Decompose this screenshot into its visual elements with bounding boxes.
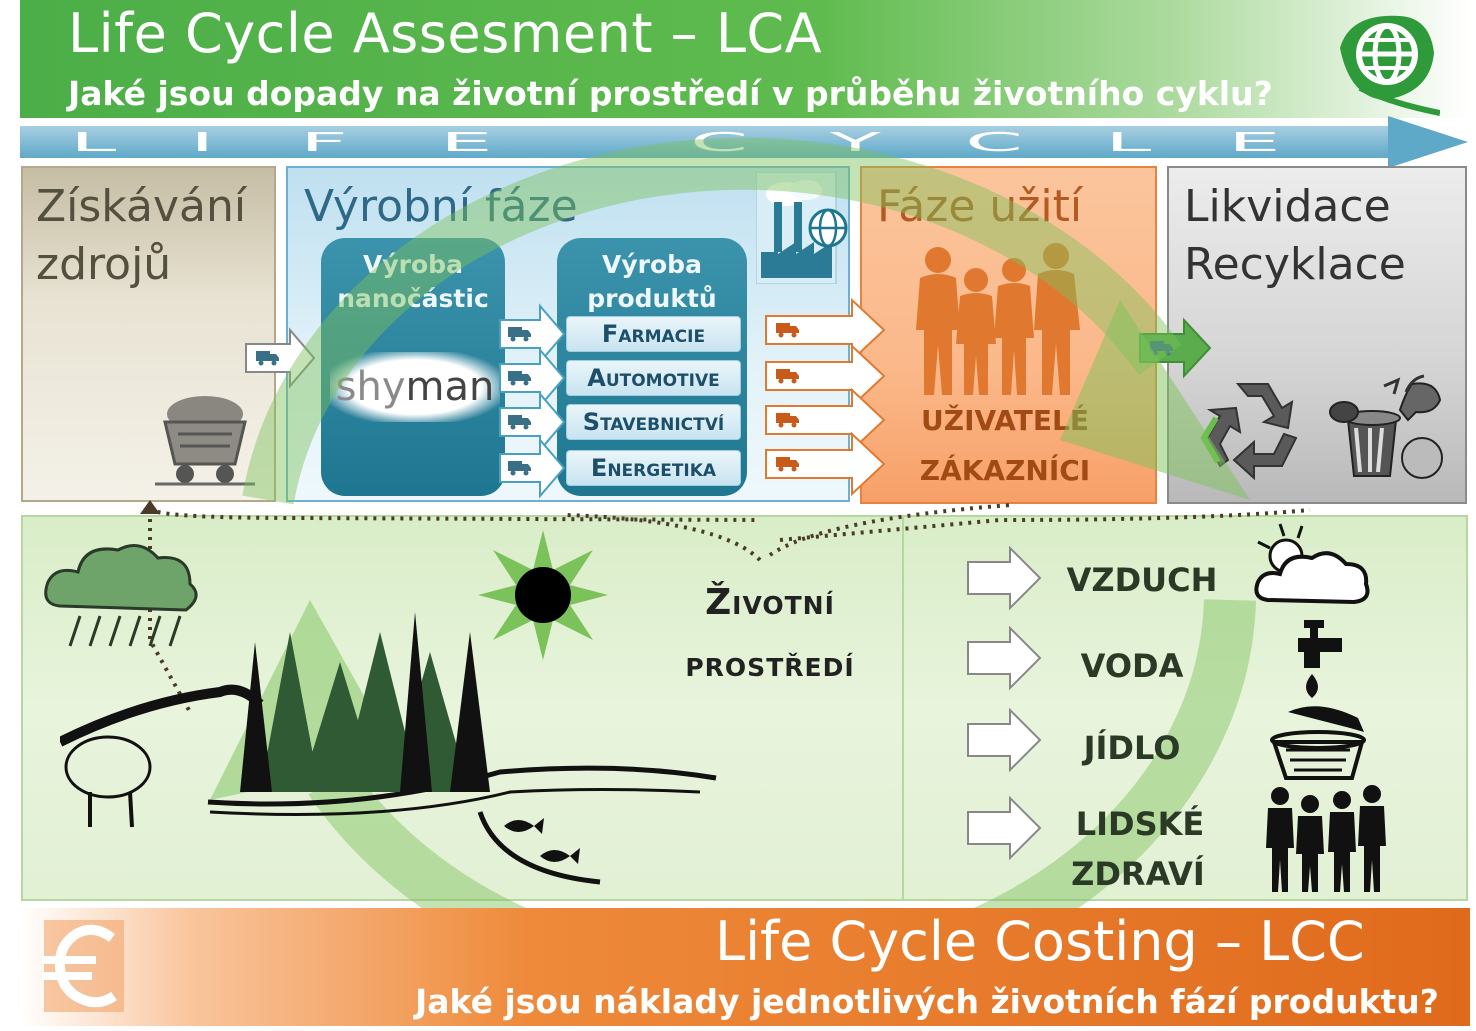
logo-part: man	[405, 364, 495, 410]
forest-icon	[57, 592, 720, 892]
product-sector-automotive: Automotive	[566, 360, 741, 396]
environment-title-line: prostředí	[685, 644, 855, 685]
lifecycle-letter: I	[190, 128, 215, 158]
phase-disposal-title: Likvidace Recyklace	[1184, 178, 1406, 294]
impact-water-label: VODA	[1080, 647, 1184, 685]
lifecycle-letter: C	[965, 128, 1024, 158]
lcc-subtitle: Jaké jsou náklady jednotlivých životních…	[415, 982, 1439, 1021]
mine-cart-icon	[150, 392, 260, 492]
product-sector-label: Stavebnictví	[582, 408, 725, 436]
impact-health-label-line1: LIDSKÉ	[1075, 805, 1205, 843]
lca-header-banner	[20, 0, 1470, 118]
phase-title-line: Získávání	[36, 181, 247, 232]
factory-icon	[755, 171, 848, 285]
phase-title-line: Likvidace	[1184, 181, 1391, 232]
product-sector-energetika: Energetika	[566, 450, 741, 486]
truck-arrow	[245, 327, 316, 389]
phase-production-title: Výrobní fáze	[304, 181, 578, 232]
impact-food-label: JÍDLO	[1083, 729, 1181, 767]
phase-title-line: Recyklace	[1184, 239, 1406, 290]
phase-use-title: Fáze užití	[877, 181, 1083, 232]
product-sector-farmacie: Farmacie	[566, 316, 741, 352]
label-line: produktů	[587, 284, 717, 313]
lifecycle-arrow-bar	[20, 126, 1390, 158]
label-line: Výroba	[363, 250, 463, 279]
phase-title-line: zdrojů	[36, 239, 172, 290]
lifecycle-letter: F	[300, 128, 348, 158]
lifecycle-letter: L	[1105, 128, 1152, 158]
product-sector-label: Farmacie	[601, 320, 706, 348]
label-line: nanočástic	[337, 284, 489, 313]
impact-arrow	[967, 625, 1042, 691]
environment-divider	[902, 515, 904, 901]
food-basket-icon	[1268, 702, 1368, 782]
lcc-footer-banner	[20, 908, 1470, 1026]
product-sector-label: Automotive	[587, 364, 720, 392]
lifecycle-letter: L	[70, 128, 117, 158]
nanoparticle-production-label: Výroba nanočástic	[321, 248, 505, 316]
fish-icon	[500, 812, 590, 874]
truck-arrow	[765, 431, 886, 497]
globe-leaf-icon	[1330, 8, 1441, 116]
impact-arrow	[967, 795, 1042, 861]
truck-arrow	[499, 303, 566, 365]
truck-arrow	[765, 297, 886, 363]
truck-arrow	[499, 347, 566, 409]
impact-air-label: VZDUCH	[1066, 561, 1218, 599]
truck-arrow	[499, 437, 566, 499]
impact-arrow	[967, 707, 1042, 773]
truck-arrow	[499, 391, 566, 453]
people-black-silhouettes-icon	[1262, 784, 1390, 894]
product-sector-stavebnictvi: Stavebnictví	[566, 404, 741, 440]
euro-icon	[34, 916, 134, 1016]
faucet-icon	[1290, 618, 1350, 700]
environment-title: Životní prostředí	[640, 572, 900, 696]
shyman-logo: shyman	[330, 352, 500, 422]
trash-icon	[1326, 372, 1450, 482]
lcc-title: Life Cycle Costing – LCC	[715, 910, 1365, 973]
impact-health-label-line2: ZDRAVÍ	[1071, 855, 1205, 893]
label-line: Výroba	[602, 250, 702, 279]
lifecycle-letter: C	[690, 128, 749, 158]
environment-title-line: Životní	[705, 582, 835, 623]
product-production-label: Výroba produktů	[557, 248, 747, 316]
cloud-sun-icon	[1250, 522, 1370, 612]
product-sector-label: Energetika	[590, 454, 717, 482]
lifecycle-letter: E	[1228, 128, 1281, 158]
lca-subtitle: Jaké jsou dopady na životní prostředí v …	[68, 74, 1273, 113]
logo-part: shy	[335, 364, 406, 410]
impact-arrow	[967, 545, 1042, 611]
rain-cloud-icon	[40, 536, 210, 656]
lifecycle-arrow-head	[1388, 116, 1468, 168]
lifecycle-letter: E	[440, 128, 493, 158]
phase-resources-title: Získávání zdrojů	[36, 178, 246, 294]
lca-title: Life Cycle Assesment – LCA	[68, 2, 823, 65]
sun-icon	[478, 530, 608, 660]
lifecycle-letter: Y	[830, 128, 881, 158]
